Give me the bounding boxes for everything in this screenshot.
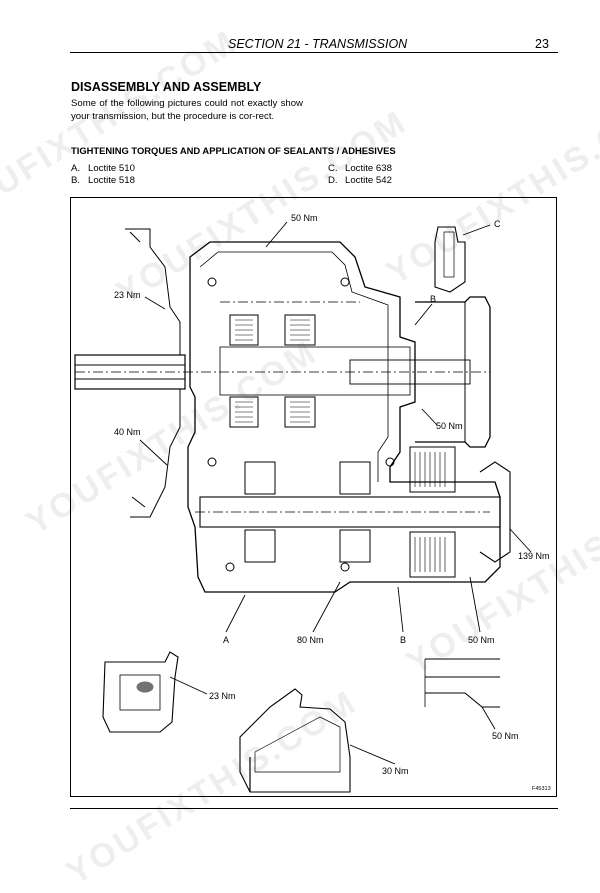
legend-letter: A. <box>71 163 81 174</box>
torque-callout: 50 Nm <box>291 213 318 223</box>
torque-callout: 50 Nm <box>468 635 495 645</box>
page-title: DISASSEMBLY AND ASSEMBLY <box>71 80 262 94</box>
page-number: 23 <box>535 37 549 51</box>
section-title: SECTION 21 - TRANSMISSION <box>228 37 408 51</box>
torque-callout: 23 Nm <box>114 290 141 300</box>
legend-text: Loctite 510 <box>88 163 135 174</box>
legend-item: A. Loctite 510 <box>71 163 135 174</box>
torque-callout: 80 Nm <box>297 635 324 645</box>
torque-callout: 50 Nm <box>436 421 463 431</box>
torque-callout: 139 Nm <box>518 551 550 561</box>
transmission-diagram: 50 Nm C 23 Nm B 40 Nm 50 Nm 139 Nm A 80 … <box>74 213 551 793</box>
legend-text: Loctite 638 <box>345 163 392 174</box>
torque-callout: 23 Nm <box>209 691 236 701</box>
torque-callout: 30 Nm <box>382 766 409 776</box>
torque-callout: 40 Nm <box>114 427 141 437</box>
legend-item: D. Loctite 542 <box>328 175 392 186</box>
figure-code: F45313 <box>532 786 551 792</box>
legend-letter: B. <box>71 175 81 186</box>
sealant-callout: B <box>400 635 406 645</box>
figure-frame <box>70 197 557 797</box>
sealant-callout: B <box>430 294 436 304</box>
legend-item: B. Loctite 518 <box>71 175 135 186</box>
legend-letter: D. <box>328 175 338 186</box>
legend-letter: C. <box>328 163 338 174</box>
sealant-callout: A <box>223 635 229 645</box>
legend-text: Loctite 542 <box>345 175 392 186</box>
legend-item: C. Loctite 638 <box>328 163 392 174</box>
torque-callout: 50 Nm <box>492 731 519 741</box>
intro-paragraph: Some of the following pictures could not… <box>71 98 303 122</box>
header-divider <box>70 52 558 53</box>
section-subtitle: TIGHTENING TORQUES AND APPLICATION OF SE… <box>71 145 396 156</box>
footer-divider <box>70 808 558 809</box>
legend-text: Loctite 518 <box>88 175 135 186</box>
sealant-callout: C <box>494 219 501 229</box>
